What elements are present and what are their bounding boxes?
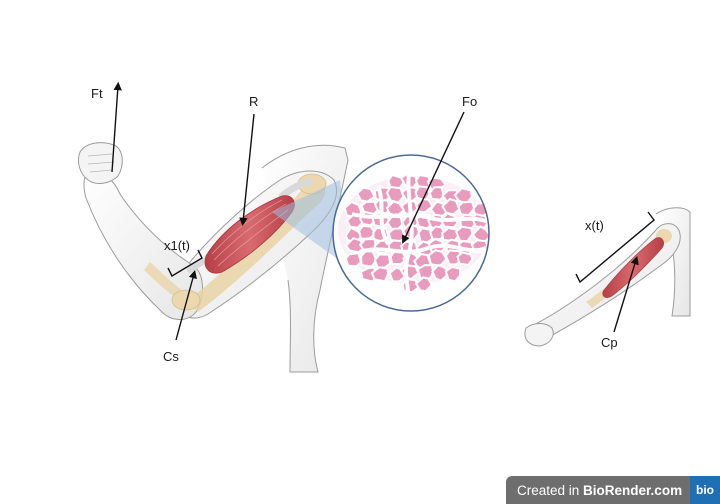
xt-bracket [575,211,655,284]
muscle-fiber [344,252,363,268]
fascicle-separator [376,185,390,246]
muscle-cross-section [332,154,490,312]
elbow-joint [171,289,201,311]
x1t-bracket [167,249,203,277]
muscle-fiber [444,265,462,283]
cs-pointer-arrow [175,269,197,341]
muscle-fiber [441,197,461,216]
muscle-fiber [456,251,474,267]
muscle-fiber [428,186,446,201]
label-fo: Fo [462,94,478,109]
label-ft: Ft [91,86,103,101]
muscle-fiber [370,266,390,283]
hand [524,323,554,347]
shoulder-outline [655,207,691,317]
label-x1t: x1(t) [164,238,190,253]
forearm [83,167,203,320]
ft-force-arrow [111,81,122,173]
fascicle-separator [351,212,489,224]
muscle-fiber [359,250,378,268]
muscle-fiber [344,237,366,254]
muscle-fiber [455,225,474,243]
label-r: R [249,94,259,109]
biorender-watermark[interactable]: Created in BioRender.com bio [506,476,720,504]
muscle-fiber [385,185,405,204]
muscle-fiber [431,263,451,282]
label-xt: x(t) [585,218,604,233]
fascicle-separator [404,165,414,304]
watermark-text: Created in BioRender.com [517,482,683,498]
muscle-fiber [414,197,434,214]
muscle-fiber [373,253,392,269]
biorender-logo-icon: bio [690,476,720,504]
r-pointer-arrow [239,113,255,227]
magnifier-cone [272,180,350,268]
cp-pointer-arrow [613,255,639,333]
fo-pointer-arrow [401,111,465,244]
label-cs: Cs [163,349,179,364]
label-cp: Cp [601,335,618,350]
muscle-fiber [429,225,446,240]
muscle-fiber [414,276,434,293]
muscle-fiber [355,186,376,203]
extended-arm-illustration [524,207,691,347]
flexed-arm-illustration [77,142,349,373]
tendon-proximal [278,178,314,200]
muscle-fiber [416,264,435,280]
fascicle-separator [359,243,487,254]
